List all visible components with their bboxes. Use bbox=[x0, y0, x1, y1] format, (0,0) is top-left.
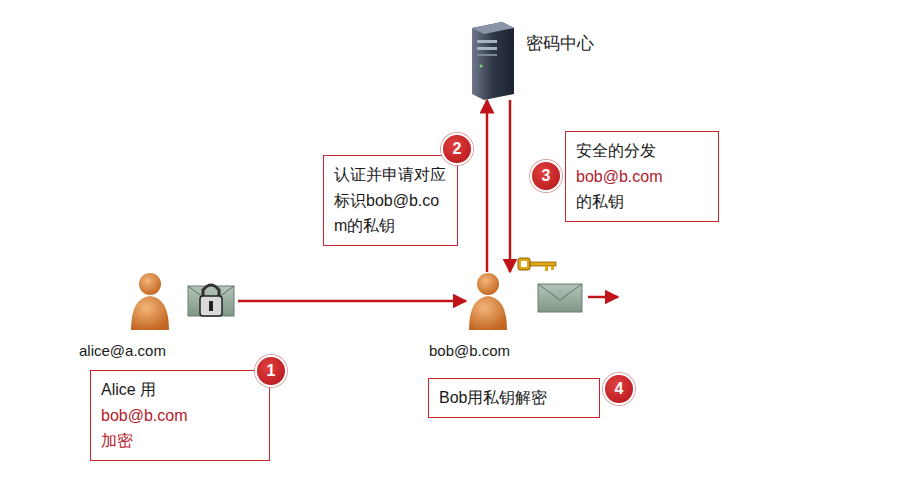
person-icon bbox=[131, 273, 169, 330]
callout-number: 4 bbox=[603, 373, 635, 405]
person-node: alice@a.com bbox=[128, 272, 238, 330]
node-label: alice@a.com bbox=[79, 342, 166, 359]
callout-box: 安全的分发bob@b.com的私钥 bbox=[565, 131, 719, 222]
callout-text: 加密 bbox=[101, 428, 259, 454]
callout-box: Alice 用bob@b.com加密 bbox=[90, 370, 270, 461]
envelope-icon bbox=[538, 284, 582, 312]
locked-envelope-icon bbox=[188, 285, 234, 316]
arrow bbox=[588, 296, 618, 299]
node-label: bob@b.com bbox=[429, 342, 510, 359]
callout-number: 3 bbox=[530, 160, 562, 192]
server-icon bbox=[472, 22, 514, 100]
server-node: 密码中心 bbox=[468, 22, 514, 100]
key-icon bbox=[518, 258, 556, 271]
callout-number: 2 bbox=[441, 133, 473, 165]
callout-text: 认证并申请对应标识bob@b.com的私钥 bbox=[334, 162, 446, 239]
callout-text: bob@b.com bbox=[576, 164, 708, 190]
callout-box: Bob用私钥解密 bbox=[428, 378, 600, 418]
person-node: bob@b.com bbox=[466, 272, 510, 330]
callout-text: 的私钥 bbox=[576, 189, 708, 215]
callout-text: Alice 用 bbox=[101, 377, 259, 403]
callout-number: 1 bbox=[255, 355, 287, 387]
callout-box: 认证并申请对应标识bob@b.com的私钥 bbox=[323, 155, 458, 246]
person-icon bbox=[469, 273, 507, 330]
arrow-connector bbox=[238, 300, 466, 303]
callout-text: Bob用私钥解密 bbox=[439, 385, 589, 411]
callout-text: bob@b.com bbox=[101, 403, 259, 429]
arrow-connector bbox=[486, 100, 489, 272]
arrow-connector bbox=[509, 100, 512, 272]
node-label: 密码中心 bbox=[526, 32, 594, 55]
callout-text: 安全的分发 bbox=[576, 138, 708, 164]
